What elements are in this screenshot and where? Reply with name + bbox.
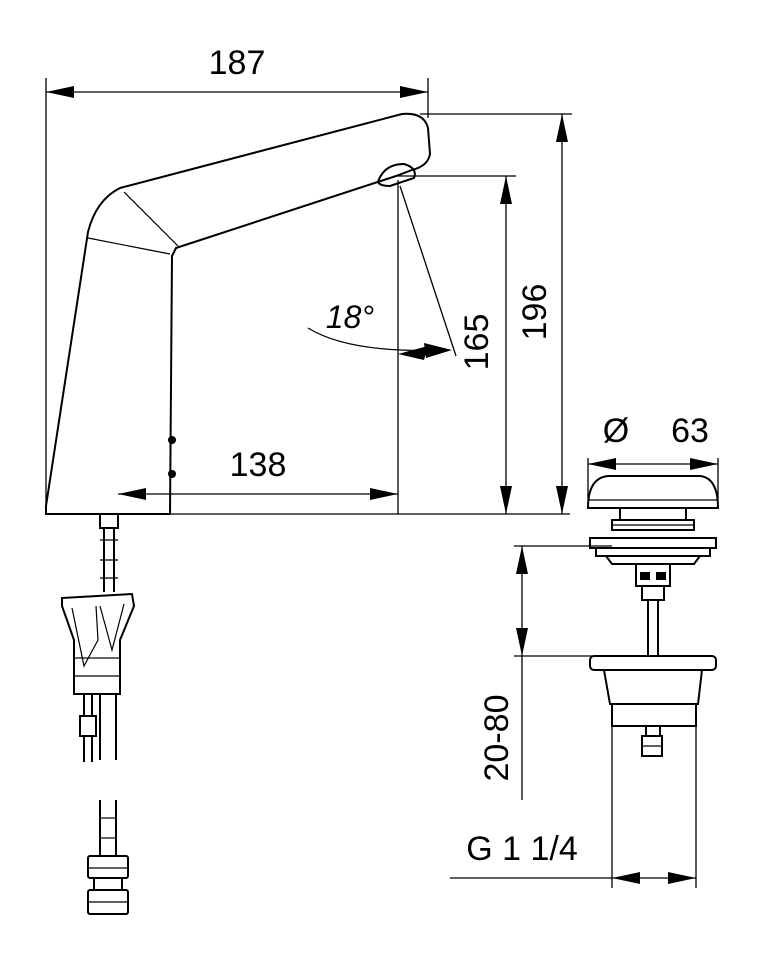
supply-hose bbox=[61, 513, 136, 915]
faucet-body bbox=[45, 112, 432, 515]
dimension-20-80-label: 20-80 bbox=[478, 695, 516, 782]
dimension-63-label: 63 bbox=[671, 412, 709, 450]
diameter-symbol: Ø bbox=[603, 412, 629, 450]
dimension-165-label: 165 bbox=[458, 314, 496, 371]
dimension-waste-diameter: Ø 63 bbox=[587, 412, 719, 500]
dimension-g-1-1-4-label: G 1 1/4 bbox=[466, 830, 578, 868]
dimension-196-label: 196 bbox=[516, 284, 554, 341]
dimension-outlet-height: 165 bbox=[396, 175, 516, 514]
dimension-spray-angle: 18° bbox=[307, 185, 457, 360]
pop-up-waste bbox=[586, 475, 720, 757]
dimension-138-label: 138 bbox=[230, 446, 287, 484]
dimension-187-label: 187 bbox=[209, 44, 266, 82]
dimension-overall-width: 187 bbox=[45, 44, 429, 514]
dimension-waste-adjust-range: 20-80 bbox=[478, 545, 612, 800]
angle-18-label: 18° bbox=[326, 299, 375, 335]
dimension-spout-reach: 138 bbox=[118, 180, 399, 514]
sensor-dot-icon bbox=[168, 436, 176, 444]
sensor-dot-icon bbox=[168, 470, 176, 478]
dimension-overall-height: 196 bbox=[420, 113, 572, 514]
dimension-waste-thread: G 1 1/4 bbox=[450, 726, 697, 888]
